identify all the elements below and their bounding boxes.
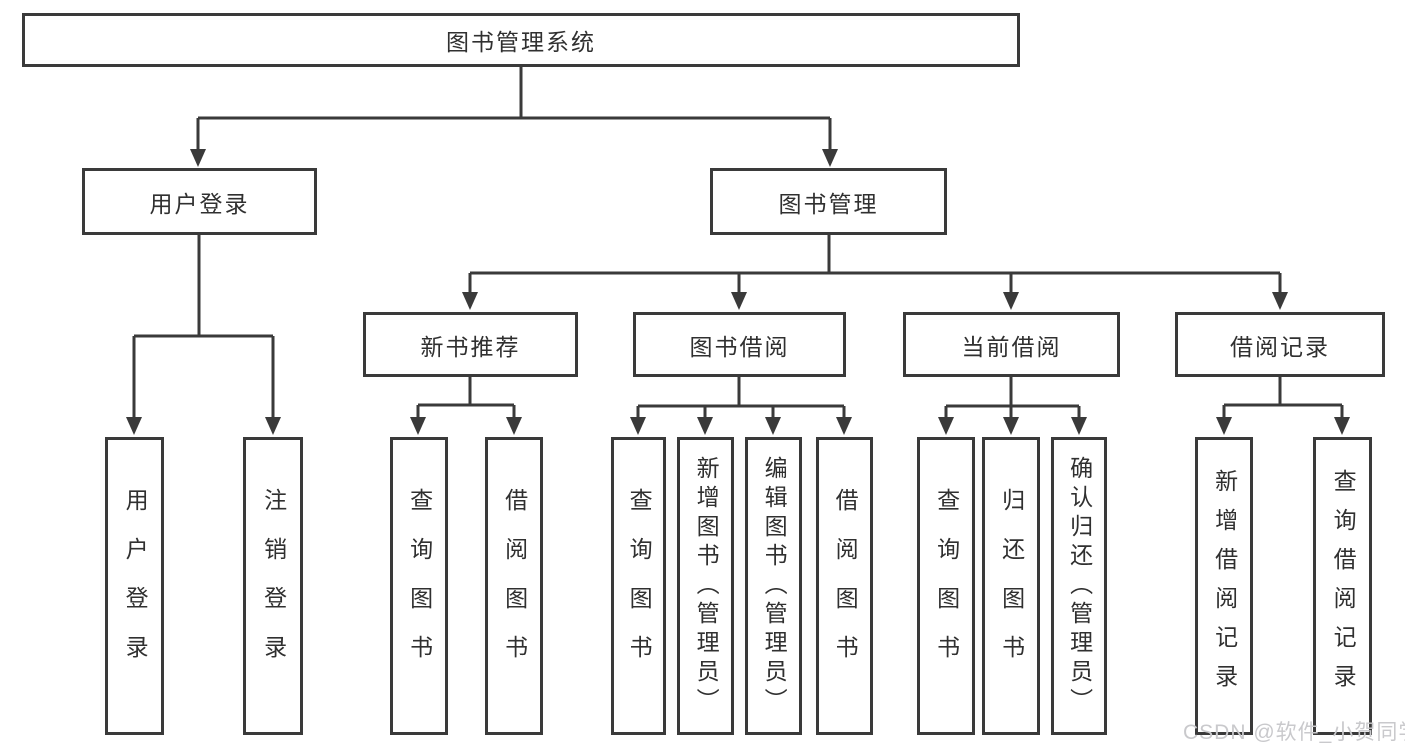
leaf-label: 查询图书 bbox=[933, 488, 960, 684]
node-root-library-management-system: 图书管理系统 bbox=[22, 13, 1020, 67]
node-leaf-bb-add-books-admin: 新增图书（管理员） bbox=[677, 437, 734, 735]
leaf-label: 归还图书 bbox=[998, 488, 1025, 684]
node-book-management: 图书管理 bbox=[710, 168, 947, 235]
node-leaf-bb-query-books: 查询图书 bbox=[611, 437, 666, 735]
node-book-borrowing: 图书借阅 bbox=[633, 312, 846, 377]
connector-lines bbox=[132, 67, 1344, 417]
leaf-label: 查询借阅记录 bbox=[1330, 469, 1357, 703]
node-leaf-logout: 注销登录 bbox=[243, 437, 303, 735]
leaf-label: 借阅图书 bbox=[832, 488, 859, 684]
leaf-label: 新增图书（管理员） bbox=[693, 455, 720, 717]
csdn-watermark: CSDN @软件_小贺同学 bbox=[1183, 721, 1405, 744]
leaf-label: 编辑图书（管理员） bbox=[761, 455, 788, 717]
leaf-label: 新增借阅记录 bbox=[1211, 469, 1238, 703]
leaf-label: 确认归还（管理员） bbox=[1066, 455, 1093, 717]
leaf-label: 借阅图书 bbox=[501, 488, 528, 684]
leaf-label: 注销登录 bbox=[260, 488, 287, 684]
node-leaf-cb-confirm-return-admin: 确认归还（管理员） bbox=[1051, 437, 1107, 735]
node-leaf-user-login: 用户登录 bbox=[105, 437, 164, 735]
node-leaf-nb-borrow-books: 借阅图书 bbox=[485, 437, 543, 735]
node-leaf-bb-borrow-books: 借阅图书 bbox=[816, 437, 873, 735]
node-leaf-bb-edit-books-admin: 编辑图书（管理员） bbox=[745, 437, 802, 735]
node-borrowing-records: 借阅记录 bbox=[1175, 312, 1385, 377]
leaf-label: 查询图书 bbox=[406, 488, 433, 684]
node-new-book-recommend: 新书推荐 bbox=[363, 312, 578, 377]
node-leaf-br-query-record: 查询借阅记录 bbox=[1313, 437, 1372, 735]
node-leaf-cb-return-books: 归还图书 bbox=[982, 437, 1040, 735]
node-leaf-nb-query-books: 查询图书 bbox=[390, 437, 448, 735]
node-user-login: 用户登录 bbox=[82, 168, 317, 235]
node-leaf-br-add-record: 新增借阅记录 bbox=[1195, 437, 1253, 735]
leaf-label: 查询图书 bbox=[626, 488, 653, 684]
arrowheads bbox=[126, 149, 1350, 435]
node-current-borrowing: 当前借阅 bbox=[903, 312, 1120, 377]
node-leaf-cb-query-books: 查询图书 bbox=[917, 437, 975, 735]
leaf-label: 用户登录 bbox=[122, 488, 149, 684]
